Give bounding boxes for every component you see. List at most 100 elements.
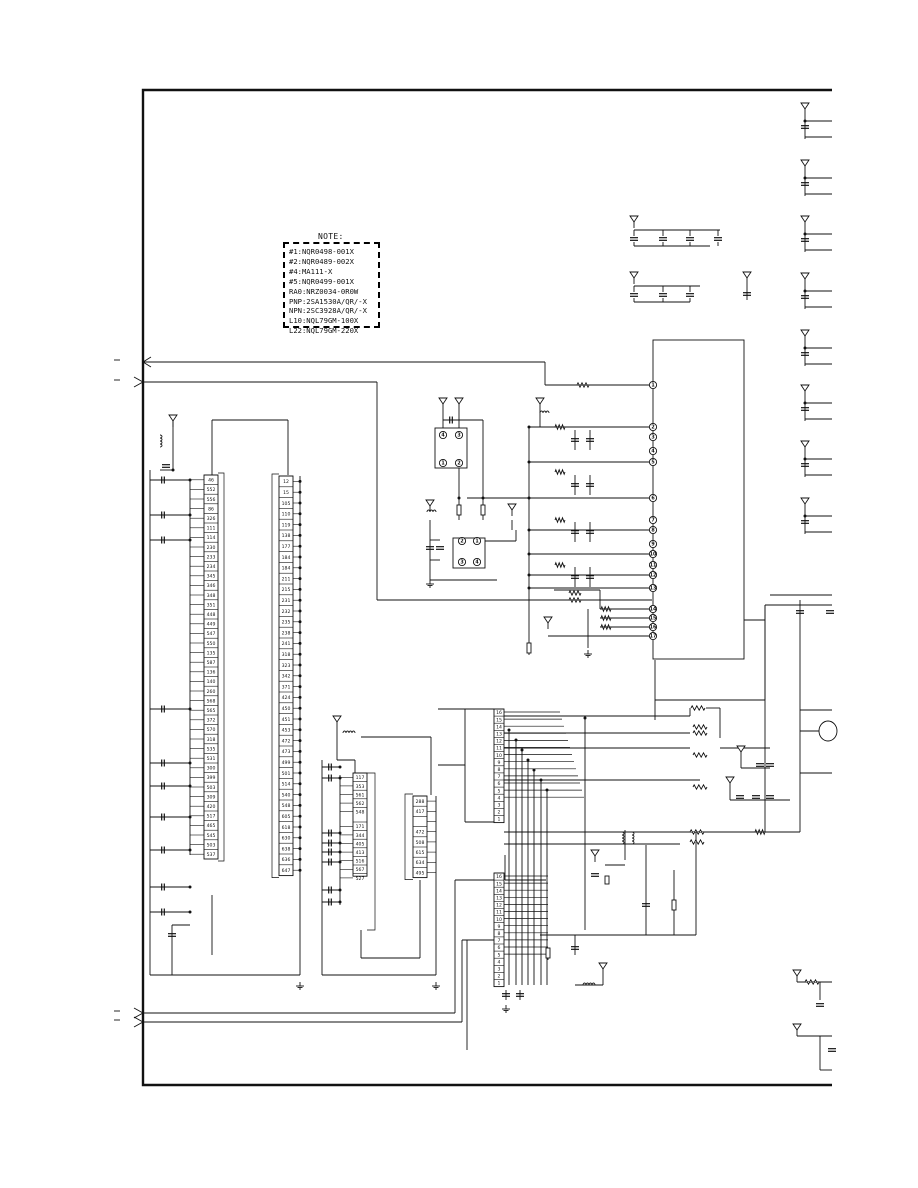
junction-dot	[298, 587, 302, 591]
supply-symbol	[800, 440, 810, 448]
inductor	[631, 831, 635, 845]
pin-number: 545	[207, 833, 216, 839]
supply-symbol	[590, 849, 600, 857]
junction-dot	[539, 778, 543, 782]
junction-dot	[298, 847, 302, 851]
pin-marker	[648, 570, 658, 580]
supply-symbol	[507, 503, 517, 511]
bracket	[271, 473, 279, 878]
supply-symbol	[438, 397, 448, 405]
pin-number: 556	[207, 497, 216, 503]
pin-number: 12	[283, 479, 289, 485]
resistor	[568, 596, 582, 604]
wire	[438, 708, 466, 766]
junction-dot	[338, 831, 342, 835]
supply-symbol	[629, 271, 639, 279]
junction-dot	[298, 577, 302, 581]
wire	[133, 376, 144, 388]
pin-number: 184	[282, 555, 291, 561]
wire	[133, 1007, 144, 1019]
junction-dot	[171, 468, 175, 472]
pin-number: 405	[356, 841, 365, 847]
resistor	[554, 561, 566, 569]
pin-number: 11	[496, 746, 502, 752]
junction-dot	[298, 857, 302, 861]
resistor	[690, 704, 706, 712]
pin-number: 540	[282, 792, 291, 798]
inductor	[621, 831, 625, 845]
pin-number: 567	[356, 867, 365, 873]
note-line: L22:NQL79GM-220X	[289, 326, 359, 336]
pin-number: 4	[651, 449, 655, 455]
pin-number: 508	[416, 840, 425, 846]
pin-number: 233	[207, 554, 216, 560]
pin-number: 105	[282, 501, 291, 507]
junction-dot	[298, 717, 302, 721]
junction-dot	[803, 176, 807, 180]
pin-number: 2	[498, 974, 501, 980]
junction-dot	[526, 758, 530, 762]
junction-dot	[545, 788, 549, 792]
pin-marker	[648, 631, 658, 641]
junction-dot	[188, 815, 192, 819]
junction-dot	[803, 457, 807, 461]
junction-dot	[298, 674, 302, 678]
pin-number: 300	[207, 766, 216, 772]
pin-number: 501	[282, 771, 291, 777]
pin-number: 372	[207, 718, 216, 724]
junction-dot	[803, 401, 807, 405]
resistor	[600, 623, 612, 631]
junction-dot	[298, 814, 302, 818]
pin-number: 413	[356, 850, 365, 856]
junction-dot	[298, 566, 302, 570]
junction-dot	[527, 496, 531, 500]
pin-marker	[648, 432, 658, 442]
resistor	[554, 516, 566, 524]
pin-number: 110	[282, 512, 291, 518]
pin-number: 1	[498, 981, 501, 987]
pin-number: 13	[650, 586, 657, 592]
note-line: #2:NQR0489-002X	[289, 256, 354, 266]
pin-marker	[454, 430, 464, 440]
pin-number: 9	[651, 542, 655, 548]
pin-number: 8	[498, 931, 501, 937]
pin-number: 11	[496, 910, 502, 916]
ic-block	[652, 339, 745, 660]
junction-dot	[527, 460, 531, 464]
pin-number: 4	[441, 433, 445, 439]
supply-symbol	[332, 715, 342, 723]
supply-symbol	[629, 215, 639, 223]
junction-dot	[298, 836, 302, 840]
pin-number: 12	[496, 739, 502, 745]
pin-marker	[648, 560, 658, 570]
pin-number: 5	[651, 460, 654, 466]
pin-marker	[648, 457, 658, 467]
pin-number: 184	[282, 566, 291, 572]
resistor	[576, 381, 590, 389]
junction-dot	[298, 825, 302, 829]
pin-number: 638	[282, 846, 291, 852]
resistor	[692, 751, 708, 759]
junction-dot	[803, 119, 807, 123]
junction-dot	[298, 706, 302, 710]
pin-number: 114	[207, 535, 216, 541]
pin-number: 318	[282, 652, 291, 658]
pin-number: 7	[651, 518, 654, 524]
supply-symbol	[725, 776, 735, 784]
pin-number: 13	[496, 732, 502, 738]
pin-number: 499	[282, 760, 291, 766]
resistor	[545, 947, 551, 959]
pin-number: 9	[498, 760, 501, 766]
junction-dot	[298, 631, 302, 635]
pin-number: 3	[498, 803, 501, 809]
junction-dot	[188, 885, 192, 889]
pin-marker	[457, 557, 467, 567]
supply-symbol	[800, 159, 810, 167]
crystal-oscillator	[818, 720, 838, 742]
pin-number: 531	[207, 756, 216, 762]
pin-number: 235	[282, 620, 291, 626]
junction-dot	[188, 707, 192, 711]
pin-number: 10	[496, 753, 502, 759]
pin-number: 371	[282, 684, 291, 690]
junction-dot	[338, 900, 342, 904]
